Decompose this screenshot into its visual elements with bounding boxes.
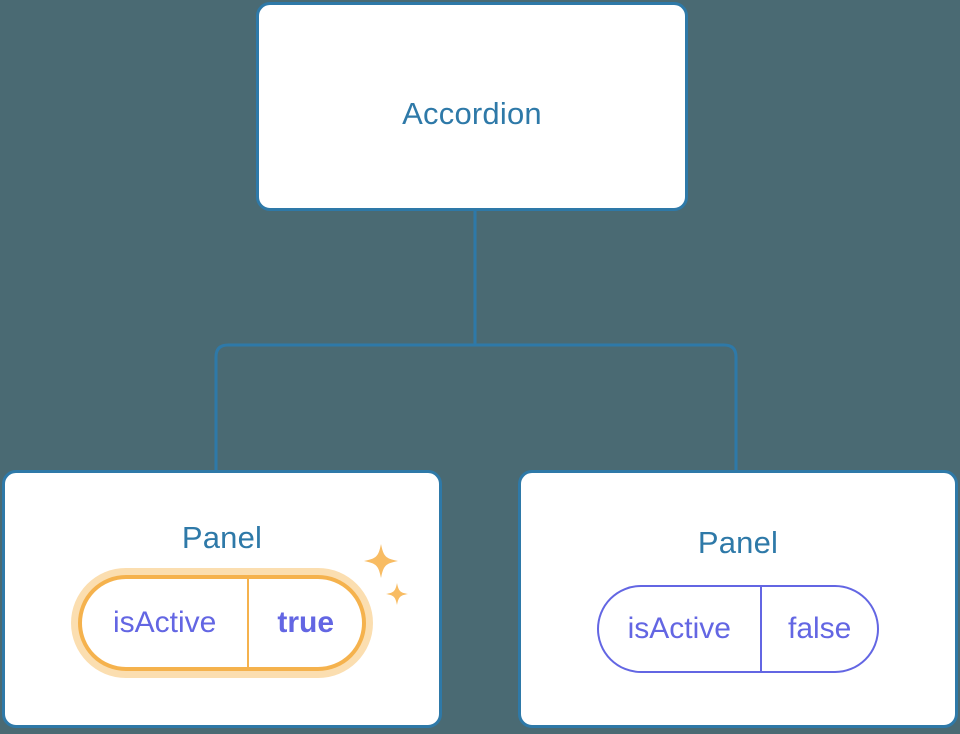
prop-pill-wrapper-left: isActive true [77, 544, 409, 671]
node-panel-left[interactable]: Panel isActive true [2, 470, 442, 728]
node-accordion-title: Accordion [402, 96, 542, 131]
node-panel-right[interactable]: Panel isActive false [518, 470, 958, 728]
node-panel-right-title: Panel [697, 525, 779, 560]
prop-pill-isactive-true[interactable]: isActive true [77, 575, 367, 671]
panel-left-body: Panel isActive true [5, 473, 439, 725]
panel-right-body: Panel isActive false [521, 473, 955, 725]
sparkle-large-icon [364, 544, 399, 578]
prop-pill-wrapper-right: isActive false [596, 585, 880, 673]
prop-value-label: false [759, 587, 877, 671]
prop-value-label: true [247, 579, 362, 667]
node-panel-left-title: Panel [181, 520, 263, 555]
prop-pill-isactive-false[interactable]: isActive false [596, 585, 880, 673]
node-accordion[interactable]: Accordion [256, 2, 688, 211]
prop-key-label: isActive [627, 612, 731, 645]
sparkle-small-icon [386, 583, 409, 605]
prop-key-label: isActive [112, 606, 217, 639]
connector-branch-bar [214, 343, 738, 470]
